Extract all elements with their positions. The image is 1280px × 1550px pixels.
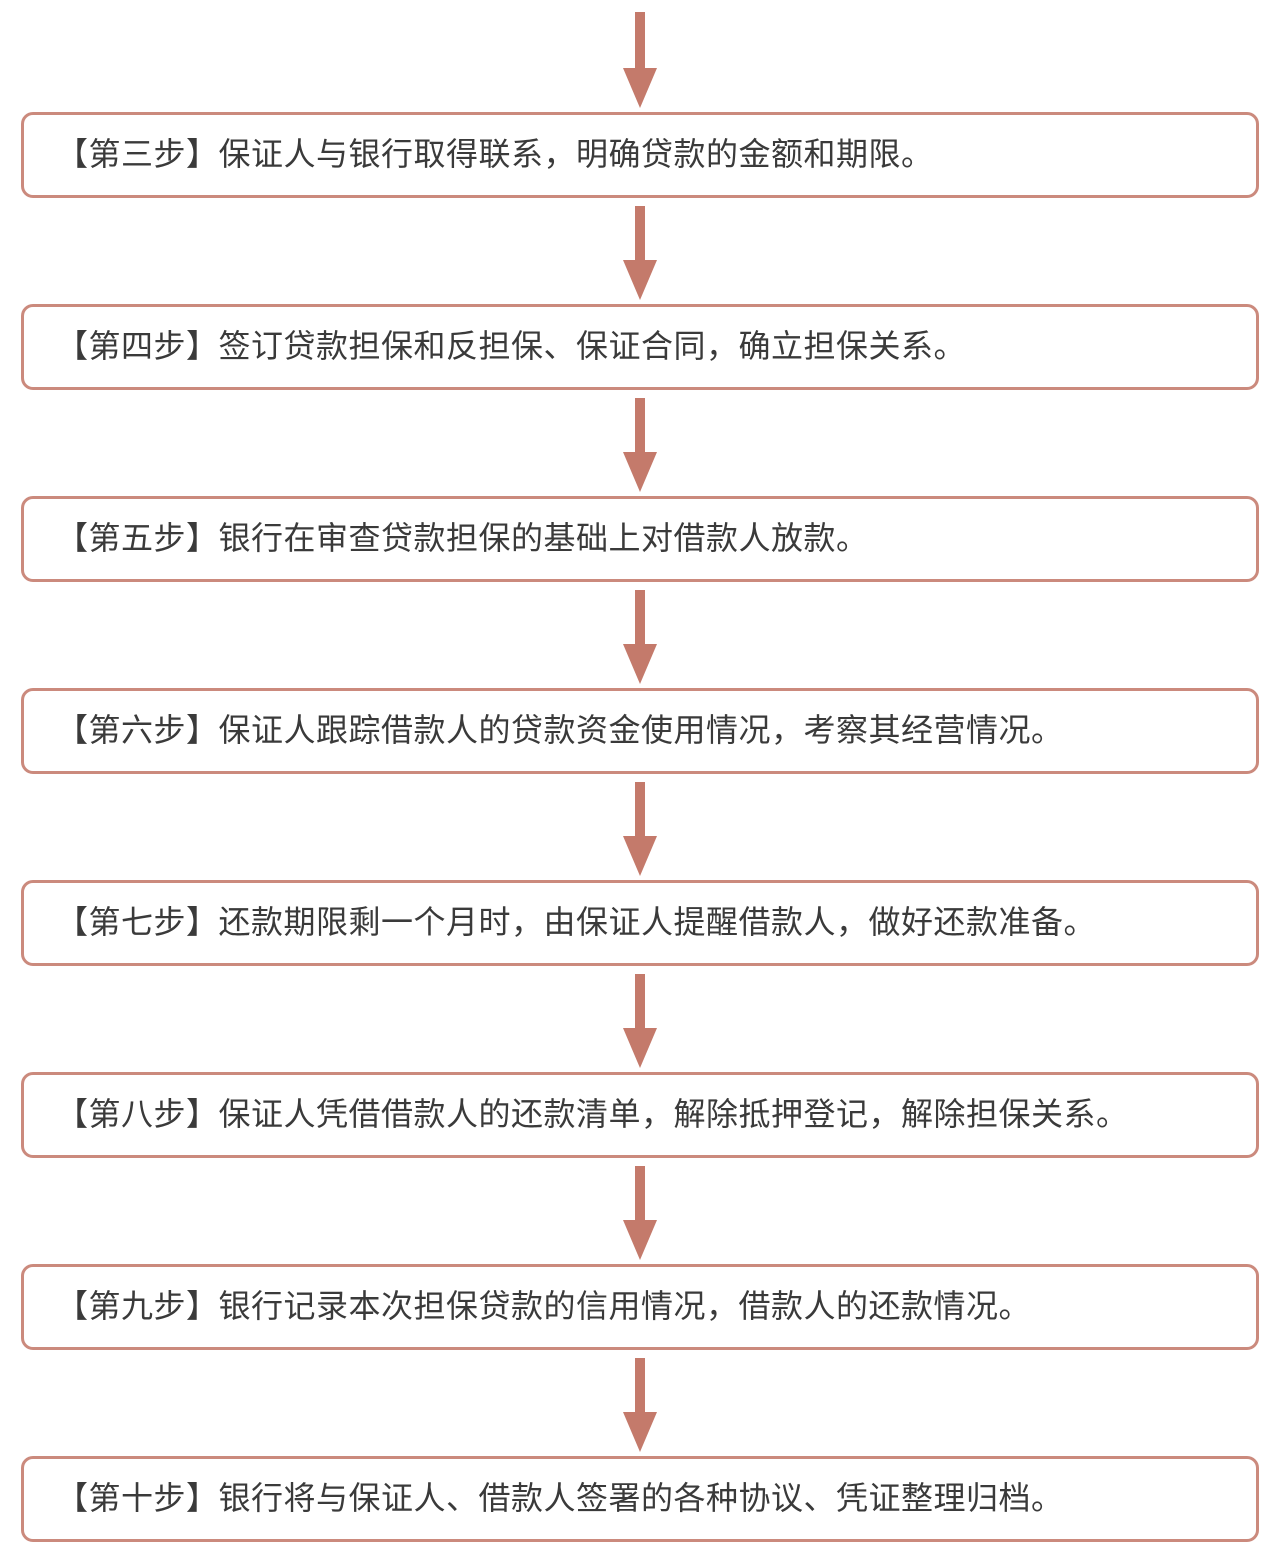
step-label: 【第八步】保证人凭借借款人的还款清单，解除抵押登记，解除担保关系。 <box>56 1096 1129 1133</box>
step-box: 【第七步】还款期限剩一个月时，由保证人提醒借款人，做好还款准备。 <box>21 880 1259 966</box>
arrow-shaft <box>635 206 645 260</box>
step-box: 【第八步】保证人凭借借款人的还款清单，解除抵押登记，解除担保关系。 <box>21 1072 1259 1158</box>
down-arrow-icon <box>21 966 1259 1072</box>
step-label: 【第三步】保证人与银行取得联系，明确贷款的金额和期限。 <box>56 136 934 173</box>
step-box: 【第五步】银行在审查贷款担保的基础上对借款人放款。 <box>21 496 1259 582</box>
arrow-head <box>623 452 657 492</box>
flow-step: 【第十步】银行将与保证人、借款人签署的各种协议、凭证整理归档。 <box>21 1350 1259 1542</box>
flow-step: 【第三步】保证人与银行取得联系，明确贷款的金额和期限。 <box>21 0 1259 198</box>
flow-step: 【第八步】保证人凭借借款人的还款清单，解除抵押登记，解除担保关系。 <box>21 966 1259 1158</box>
arrow-head <box>623 1412 657 1452</box>
down-arrow-icon <box>21 390 1259 496</box>
down-arrow-icon <box>21 1158 1259 1264</box>
down-arrow-icon <box>21 1350 1259 1456</box>
arrow-shaft <box>635 782 645 836</box>
flow-step: 【第九步】银行记录本次担保贷款的信用情况，借款人的还款情况。 <box>21 1158 1259 1350</box>
arrow-shaft <box>635 974 645 1028</box>
arrow-head <box>623 68 657 108</box>
step-label: 【第九步】银行记录本次担保贷款的信用情况，借款人的还款情况。 <box>56 1288 1032 1325</box>
step-box: 【第四步】签订贷款担保和反担保、保证合同，确立担保关系。 <box>21 304 1259 390</box>
arrow-head <box>623 644 657 684</box>
arrow-shaft <box>635 12 645 68</box>
arrow-shaft <box>635 1358 645 1412</box>
step-box: 【第九步】银行记录本次担保贷款的信用情况，借款人的还款情况。 <box>21 1264 1259 1350</box>
arrow-head <box>623 260 657 300</box>
step-box: 【第六步】保证人跟踪借款人的贷款资金使用情况，考察其经营情况。 <box>21 688 1259 774</box>
flow-step: 【第四步】签订贷款担保和反担保、保证合同，确立担保关系。 <box>21 198 1259 390</box>
arrow-shaft <box>635 590 645 644</box>
down-arrow-icon <box>21 774 1259 880</box>
down-arrow-icon <box>21 582 1259 688</box>
step-label: 【第七步】还款期限剩一个月时，由保证人提醒借款人，做好还款准备。 <box>56 904 1097 941</box>
arrow-head <box>623 836 657 876</box>
flow-step: 【第六步】保证人跟踪借款人的贷款资金使用情况，考察其经营情况。 <box>21 582 1259 774</box>
flow-step: 【第七步】还款期限剩一个月时，由保证人提醒借款人，做好还款准备。 <box>21 774 1259 966</box>
down-arrow-icon <box>21 198 1259 304</box>
step-box: 【第三步】保证人与银行取得联系，明确贷款的金额和期限。 <box>21 112 1259 198</box>
flow-step: 【第五步】银行在审查贷款担保的基础上对借款人放款。 <box>21 390 1259 582</box>
step-label: 【第四步】签订贷款担保和反担保、保证合同，确立担保关系。 <box>56 328 967 365</box>
step-label: 【第十步】银行将与保证人、借款人签署的各种协议、凭证整理归档。 <box>56 1480 1064 1517</box>
step-box: 【第十步】银行将与保证人、借款人签署的各种协议、凭证整理归档。 <box>21 1456 1259 1542</box>
arrow-head <box>623 1028 657 1068</box>
arrow-shaft <box>635 398 645 452</box>
arrow-head <box>623 1220 657 1260</box>
step-label: 【第五步】银行在审查贷款担保的基础上对借款人放款。 <box>56 520 869 557</box>
step-label: 【第六步】保证人跟踪借款人的贷款资金使用情况，考察其经营情况。 <box>56 712 1064 749</box>
down-arrow-icon <box>21 0 1259 112</box>
arrow-shaft <box>635 1166 645 1220</box>
